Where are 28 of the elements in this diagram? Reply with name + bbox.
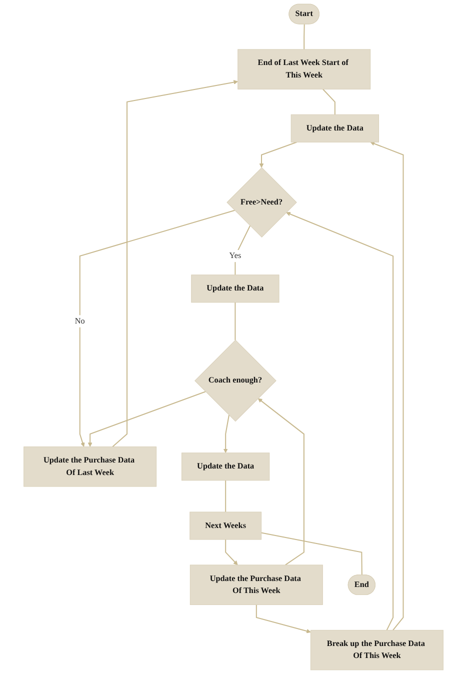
node-box: Update the Purchase Data Of This Week xyxy=(190,564,323,605)
arrow xyxy=(256,604,311,634)
connector xyxy=(322,88,336,115)
arrow xyxy=(79,210,235,447)
node-box: End of Last Week Start of This Week xyxy=(238,49,371,90)
connector xyxy=(234,226,251,275)
arrow xyxy=(223,415,230,454)
node-box: Next Weeks xyxy=(190,512,262,540)
arrow xyxy=(286,212,394,630)
arrow xyxy=(112,80,238,448)
arrow xyxy=(225,540,238,566)
arrow xyxy=(258,398,304,566)
node-diamond: Free>Need? xyxy=(226,167,297,238)
connector xyxy=(225,480,226,512)
connector xyxy=(261,532,362,576)
arrow xyxy=(88,391,206,447)
node-box: Update the Data xyxy=(290,114,379,142)
node-box: Update the Purchase Data Of Last Week xyxy=(24,446,157,487)
connector xyxy=(304,24,305,50)
node-box: Update the Data xyxy=(182,452,270,481)
arrow xyxy=(370,142,404,630)
node-diamond: Coach enough? xyxy=(194,340,276,422)
node-box: Break up the Purchase Data Of This Week xyxy=(310,630,444,670)
arrow xyxy=(259,142,297,168)
connector xyxy=(234,302,236,340)
edge-label: Yes xyxy=(229,251,242,260)
edge-label: No xyxy=(74,316,85,326)
node-box: Update the Data xyxy=(191,274,280,303)
